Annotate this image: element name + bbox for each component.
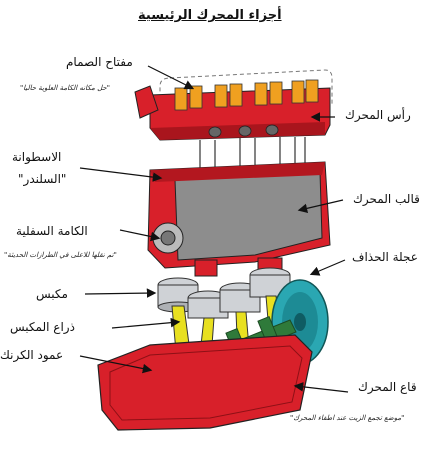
oil-pan xyxy=(97,334,313,431)
leader-lines xyxy=(79,65,349,393)
label-cylinder-head: رأس المحرك xyxy=(345,108,411,122)
label-engine-block: قالب المحرك xyxy=(353,192,420,206)
label-connecting-rod: ذراع المكبس xyxy=(10,320,75,334)
diagram-title: أجزاء المحرك الرئيسية xyxy=(138,8,282,23)
label-cylinder-alt: "السلندر" xyxy=(18,172,67,186)
pistons xyxy=(157,267,291,319)
label-crankshaft: عمود الكرنك xyxy=(0,348,64,362)
label-oil-pan: قاع المحرك xyxy=(358,380,417,394)
cylinder-head-ports xyxy=(208,124,279,138)
engine-block xyxy=(147,161,331,279)
note-oil-pan: "موضع تجمع الزيت عند اطفاء المحرك" xyxy=(290,414,405,422)
label-piston: مكبس xyxy=(36,287,68,301)
valve-springs xyxy=(174,79,319,111)
note-camshaft: "تم نقلها للاعلى في الطرازات الحديثة" xyxy=(4,251,117,259)
label-camshaft: الكامة السفلية xyxy=(16,224,88,238)
label-valve-key: مفتاح الصمام xyxy=(66,55,133,69)
label-flywheel: عجلة الحذاف xyxy=(352,250,418,264)
note-valve-key: "حل مكانه الكامة العلوية حاليا" xyxy=(20,84,110,92)
label-cylinder: الاسطوانة xyxy=(12,150,62,164)
